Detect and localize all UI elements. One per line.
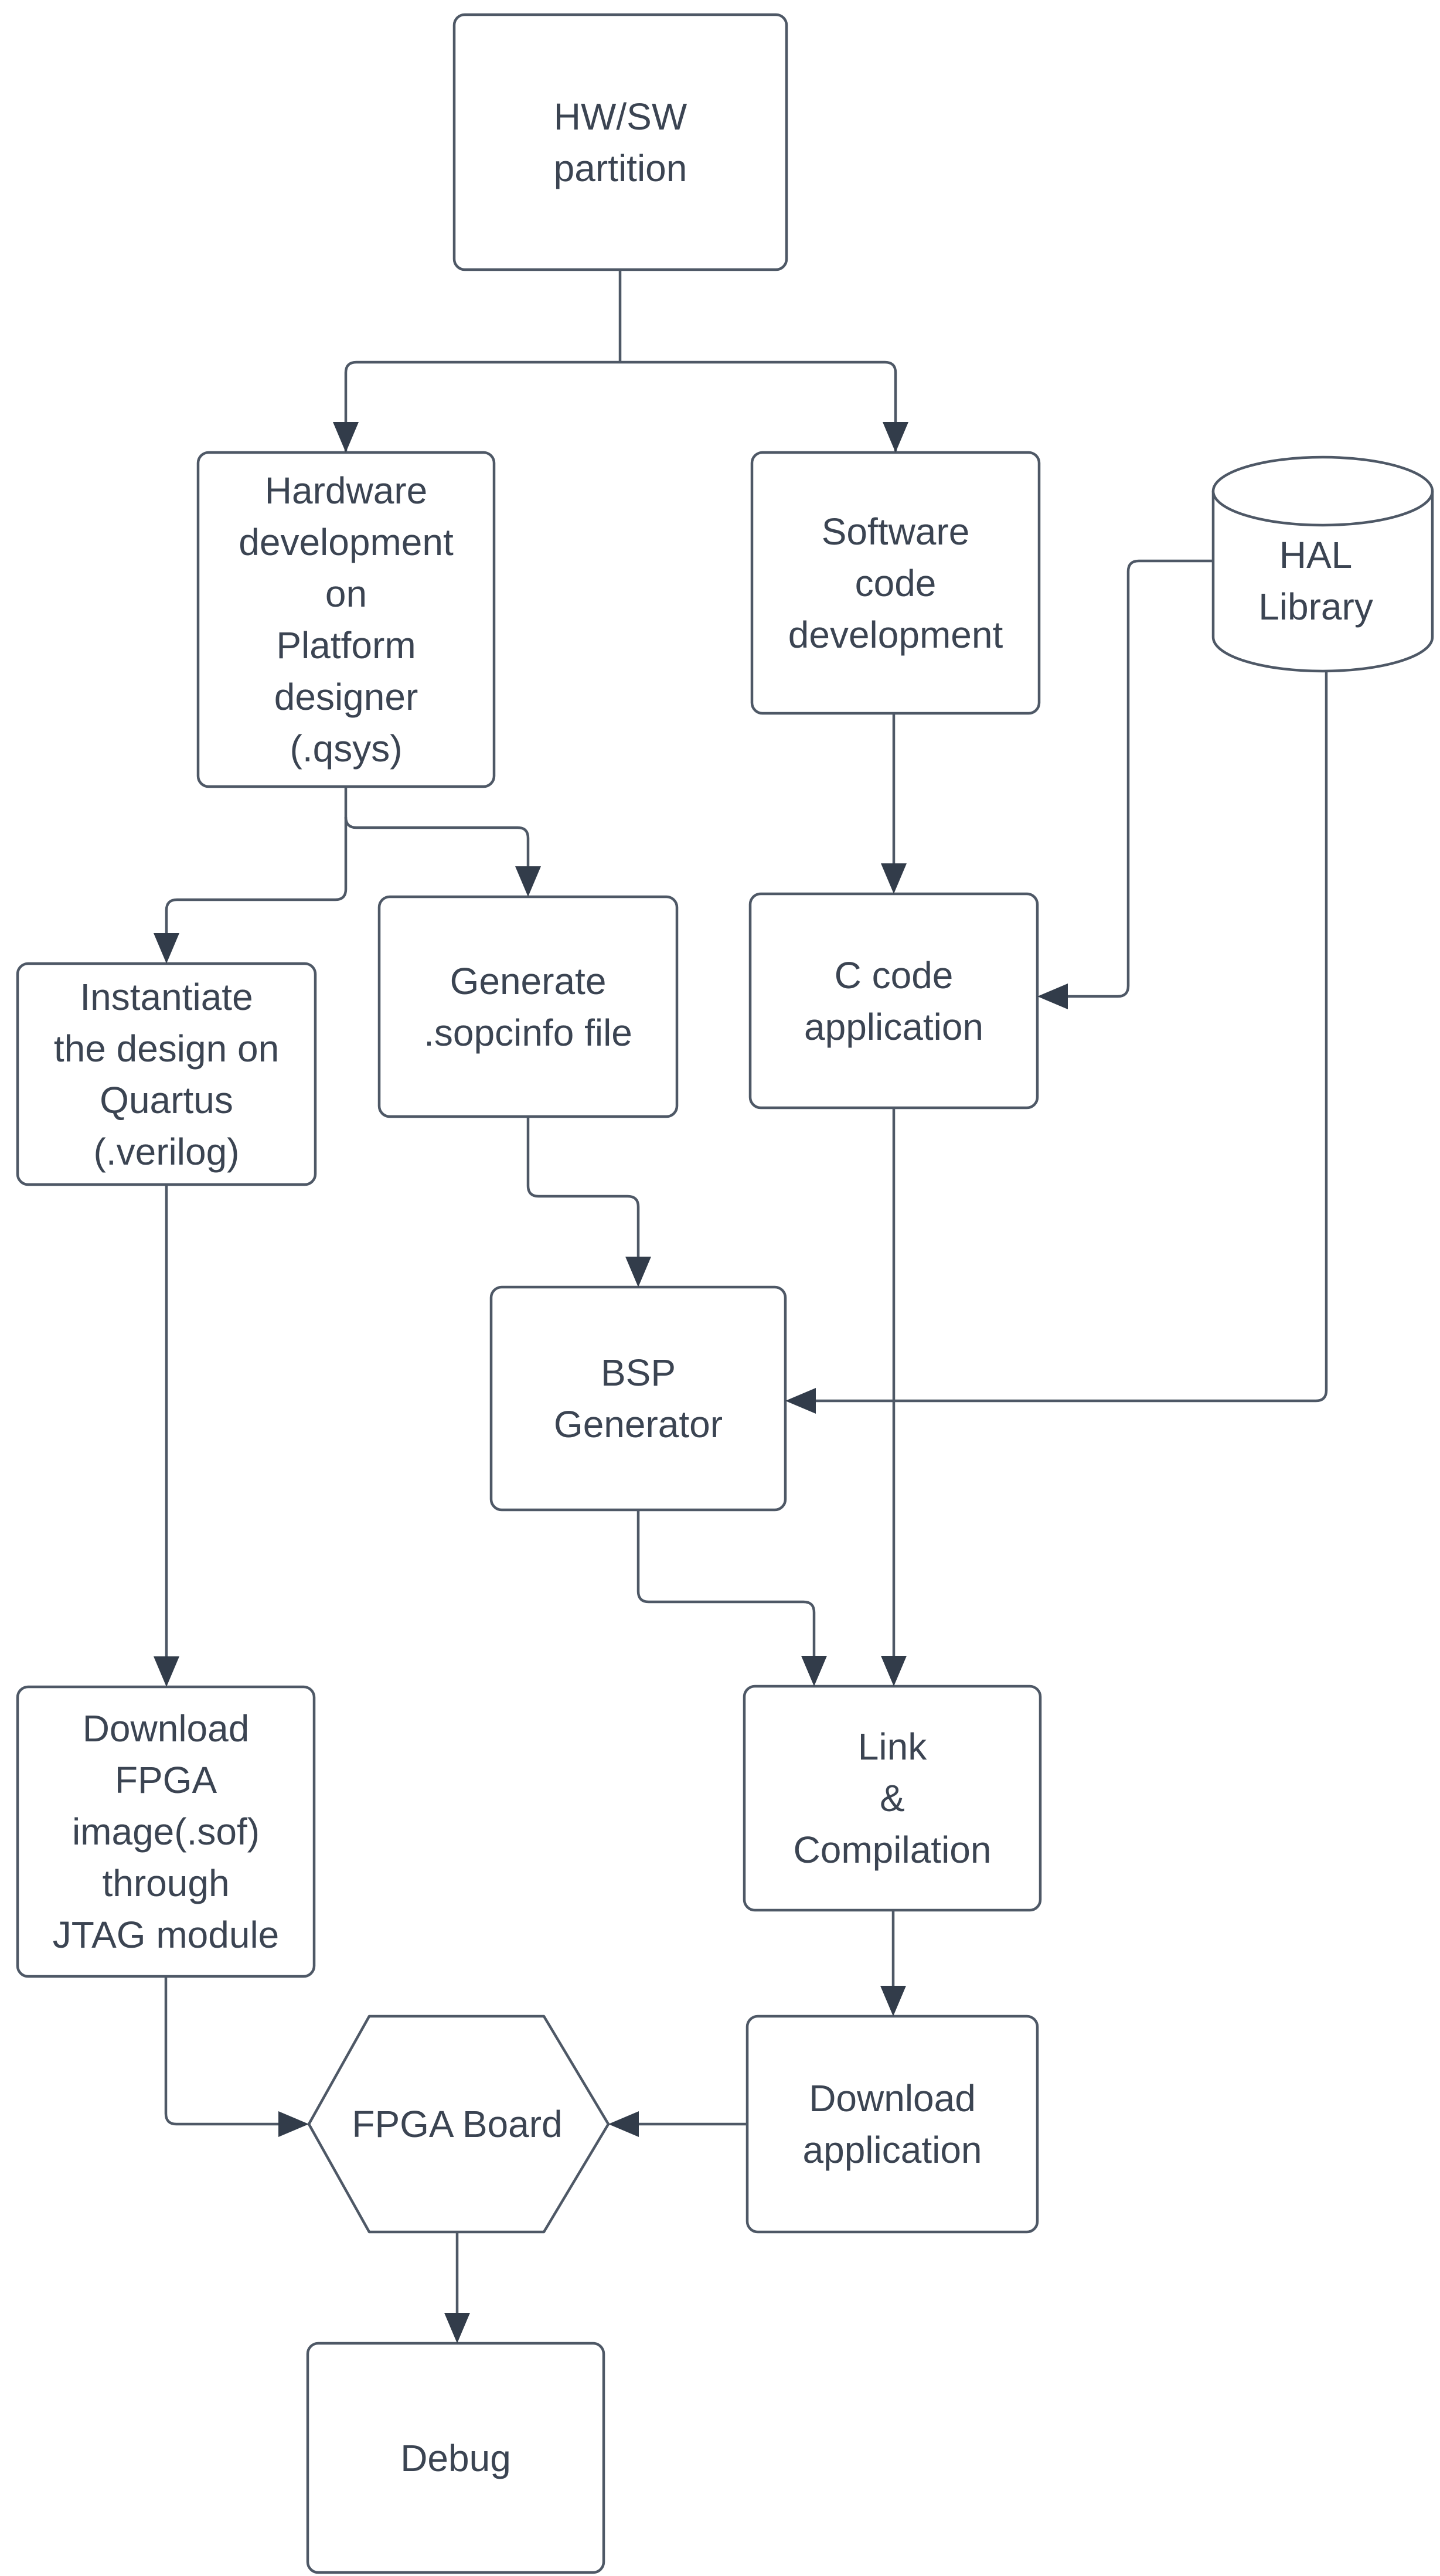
shape-hw-sw-partition [452, 13, 788, 271]
shape-download-fpga-image [16, 1685, 316, 1978]
arrowhead-into-instantiate [154, 933, 179, 964]
arrowhead-into-link-right [881, 1656, 907, 1686]
shape-hardware-development [196, 451, 496, 788]
arrowhead-into-software [883, 422, 908, 452]
shape-layer [16, 13, 1434, 2574]
shape-software-code-development [750, 451, 1041, 715]
shape-instantiate-design [16, 962, 317, 1186]
shape-fpga-board-hexagon [307, 2014, 610, 2234]
arrowhead-into-downloadapp [880, 1986, 906, 2016]
shape-bsp-generator [489, 1285, 787, 1512]
edge-bsp-link [636, 1510, 816, 1659]
edge-hal-bsp [790, 671, 1328, 1403]
edge-hal-ccode [1042, 559, 1213, 998]
shape-hal-library-body [1211, 489, 1434, 673]
arrowhead-into-ccode-right [1037, 984, 1068, 1009]
edge-downloadfpga-fpgaboard [164, 1976, 281, 2126]
arrowhead-into-fpgaboard-left [278, 2111, 309, 2137]
edge-hardware-instantiate [165, 787, 348, 938]
arrowhead-into-ccode-top [881, 863, 907, 894]
shape-c-code-application [748, 892, 1039, 1110]
arrowhead-into-debug [444, 2313, 470, 2343]
edge-generate-bsp [526, 1117, 640, 1260]
arrowhead-layer [154, 422, 1068, 2343]
shape-link-compilation [743, 1685, 1042, 1912]
shape-debug [306, 2342, 605, 2574]
edge-hardware-generate [344, 816, 530, 870]
arrowhead-into-bsp-right [785, 1388, 816, 1414]
shape-hal-library-top [1211, 455, 1434, 527]
edge-layer [164, 270, 1328, 2315]
arrowhead-into-downloadfpga [154, 1656, 179, 1687]
shape-generate-sopcinfo [377, 895, 679, 1118]
arrowhead-into-fpgaboard-right [608, 2111, 639, 2137]
arrowhead-into-generate [515, 866, 541, 897]
shape-download-application [745, 2014, 1039, 2234]
arrowhead-into-link-left [801, 1656, 827, 1686]
edge-hwsw-branch [344, 360, 897, 452]
arrowhead-into-hardware [333, 422, 359, 452]
arrowhead-into-bsp-top [625, 1257, 651, 1287]
